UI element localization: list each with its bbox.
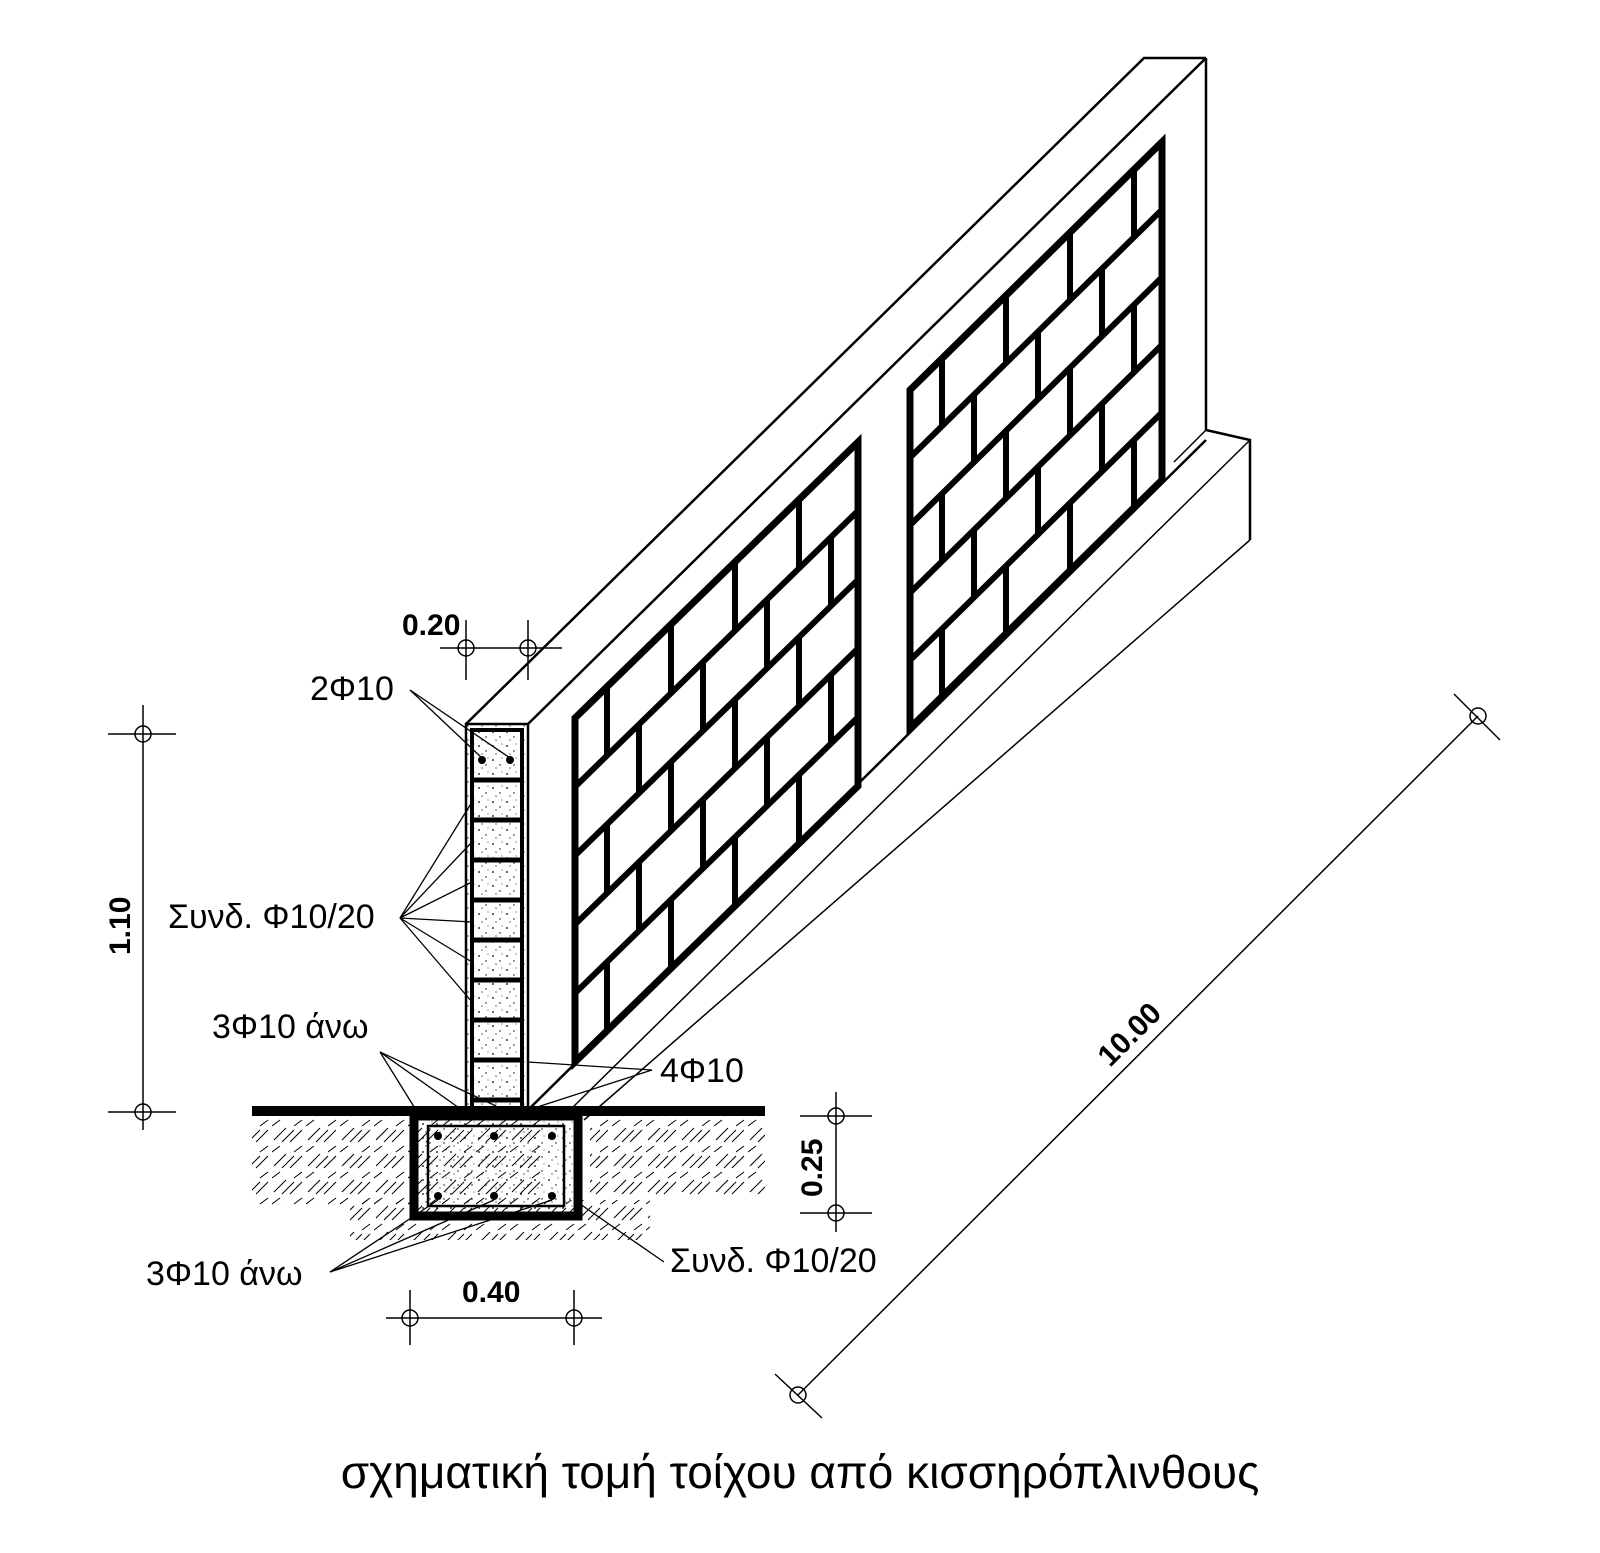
svg-text:3Φ10 άνω: 3Φ10 άνω <box>212 1008 369 1046</box>
svg-text:Συνδ. Φ10/20: Συνδ. Φ10/20 <box>168 898 375 936</box>
diagram-caption: σχηματική τομή τοίχου από κισσηρόπλινθου… <box>341 1446 1260 1498</box>
wall-stem-section <box>464 722 530 1118</box>
svg-text:4Φ10: 4Φ10 <box>660 1052 744 1090</box>
footing-section <box>409 1111 583 1221</box>
label-wall-upper-bars: 3Φ10 άνω <box>212 1008 497 1111</box>
label-footing-upper-bars: 3Φ10 άνω <box>146 1199 553 1293</box>
dim-wall-length: 10.00 <box>774 693 1501 1419</box>
panel-1-course-line <box>575 577 858 858</box>
label-wall-stirrups: Συνδ. Φ10/20 <box>168 801 473 1003</box>
label-top-bars: 2Φ10 <box>310 670 511 759</box>
dim-footing-width: 0.40 <box>386 1276 602 1345</box>
dim-wall-thickness-label: 0.20 <box>402 609 460 642</box>
dim-wall-height-label: 1.10 <box>104 897 137 955</box>
panel-2-course-line <box>910 410 1162 663</box>
dim-footing-depth: 0.25 <box>796 1092 872 1232</box>
svg-text:3Φ10 άνω: 3Φ10 άνω <box>146 1255 303 1293</box>
panel-1-course-line <box>575 508 858 789</box>
dim-wall-height: 1.10 <box>104 705 176 1130</box>
dim-wall-length-label: 10.00 <box>1092 997 1168 1073</box>
label-footing-stirrups: Συνδ. Φ10/20 <box>579 1203 877 1280</box>
svg-text:Συνδ. Φ10/20: Συνδ. Φ10/20 <box>670 1242 877 1280</box>
panel-1-course-line <box>575 715 858 996</box>
panel-2-course-line <box>910 275 1162 528</box>
wall-top-rebars <box>478 756 514 764</box>
label-footing-bars: 4Φ10 <box>527 1052 744 1111</box>
svg-text:2Φ10: 2Φ10 <box>310 670 394 708</box>
dim-wall-thickness: 0.20 <box>402 609 562 680</box>
panel-1-course-line <box>575 646 858 927</box>
dim-footing-depth-label: 0.25 <box>796 1139 829 1197</box>
block-panel-1 <box>571 433 862 1071</box>
footing-stirrup <box>426 1124 566 1208</box>
wall-stirrups <box>472 777 522 1103</box>
footing-rebars <box>434 1132 556 1200</box>
block-panel-2 <box>906 133 1166 737</box>
dim-footing-width-label: 0.40 <box>462 1276 520 1309</box>
